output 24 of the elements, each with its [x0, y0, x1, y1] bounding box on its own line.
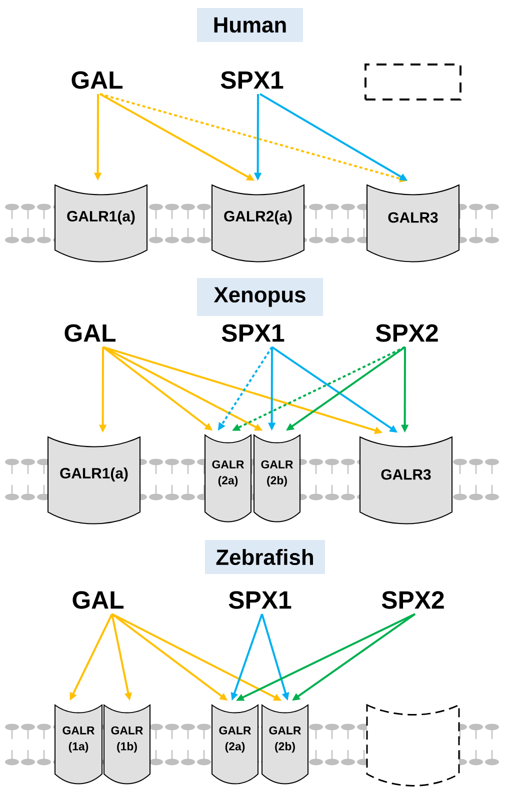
ligand-label: SPX1	[220, 71, 284, 89]
receptor-cylinder: GALR1(a)	[54, 184, 148, 262]
receptor-cylinder: GALR1(a)	[48, 436, 140, 524]
ligand-label: SPX1	[222, 324, 284, 342]
receptor-cylinder: GALR (2a)	[204, 434, 252, 522]
ligand-label: SPX2	[382, 591, 444, 609]
dashed-box	[364, 64, 462, 100]
ligand-label: GAL	[72, 591, 124, 609]
receptor-cylinder: GALR (2b)	[262, 704, 308, 784]
dashed-receptor-cylinder	[366, 704, 460, 786]
receptor-cylinder: GALR (2a)	[212, 704, 258, 784]
receptor-cylinder: GALR (1b)	[104, 704, 150, 784]
receptor-cylinder: GALR2(a)	[212, 184, 304, 262]
section-heading: Human	[197, 8, 303, 42]
ligand-label: SPX2	[376, 324, 438, 342]
receptor-cylinder: GALR (1a)	[54, 704, 102, 784]
ligand-label: SPX1	[228, 591, 292, 609]
ligand-label: GAL	[64, 324, 116, 342]
section-heading: Zebrafish	[205, 540, 325, 574]
receptor-cylinder: GALR3	[360, 436, 452, 524]
receptor-cylinder: GALR3	[366, 184, 460, 262]
section-heading: Xenopus	[197, 278, 323, 316]
ligand-label: GAL	[72, 71, 123, 89]
receptor-cylinder: GALR (2b)	[254, 434, 300, 522]
